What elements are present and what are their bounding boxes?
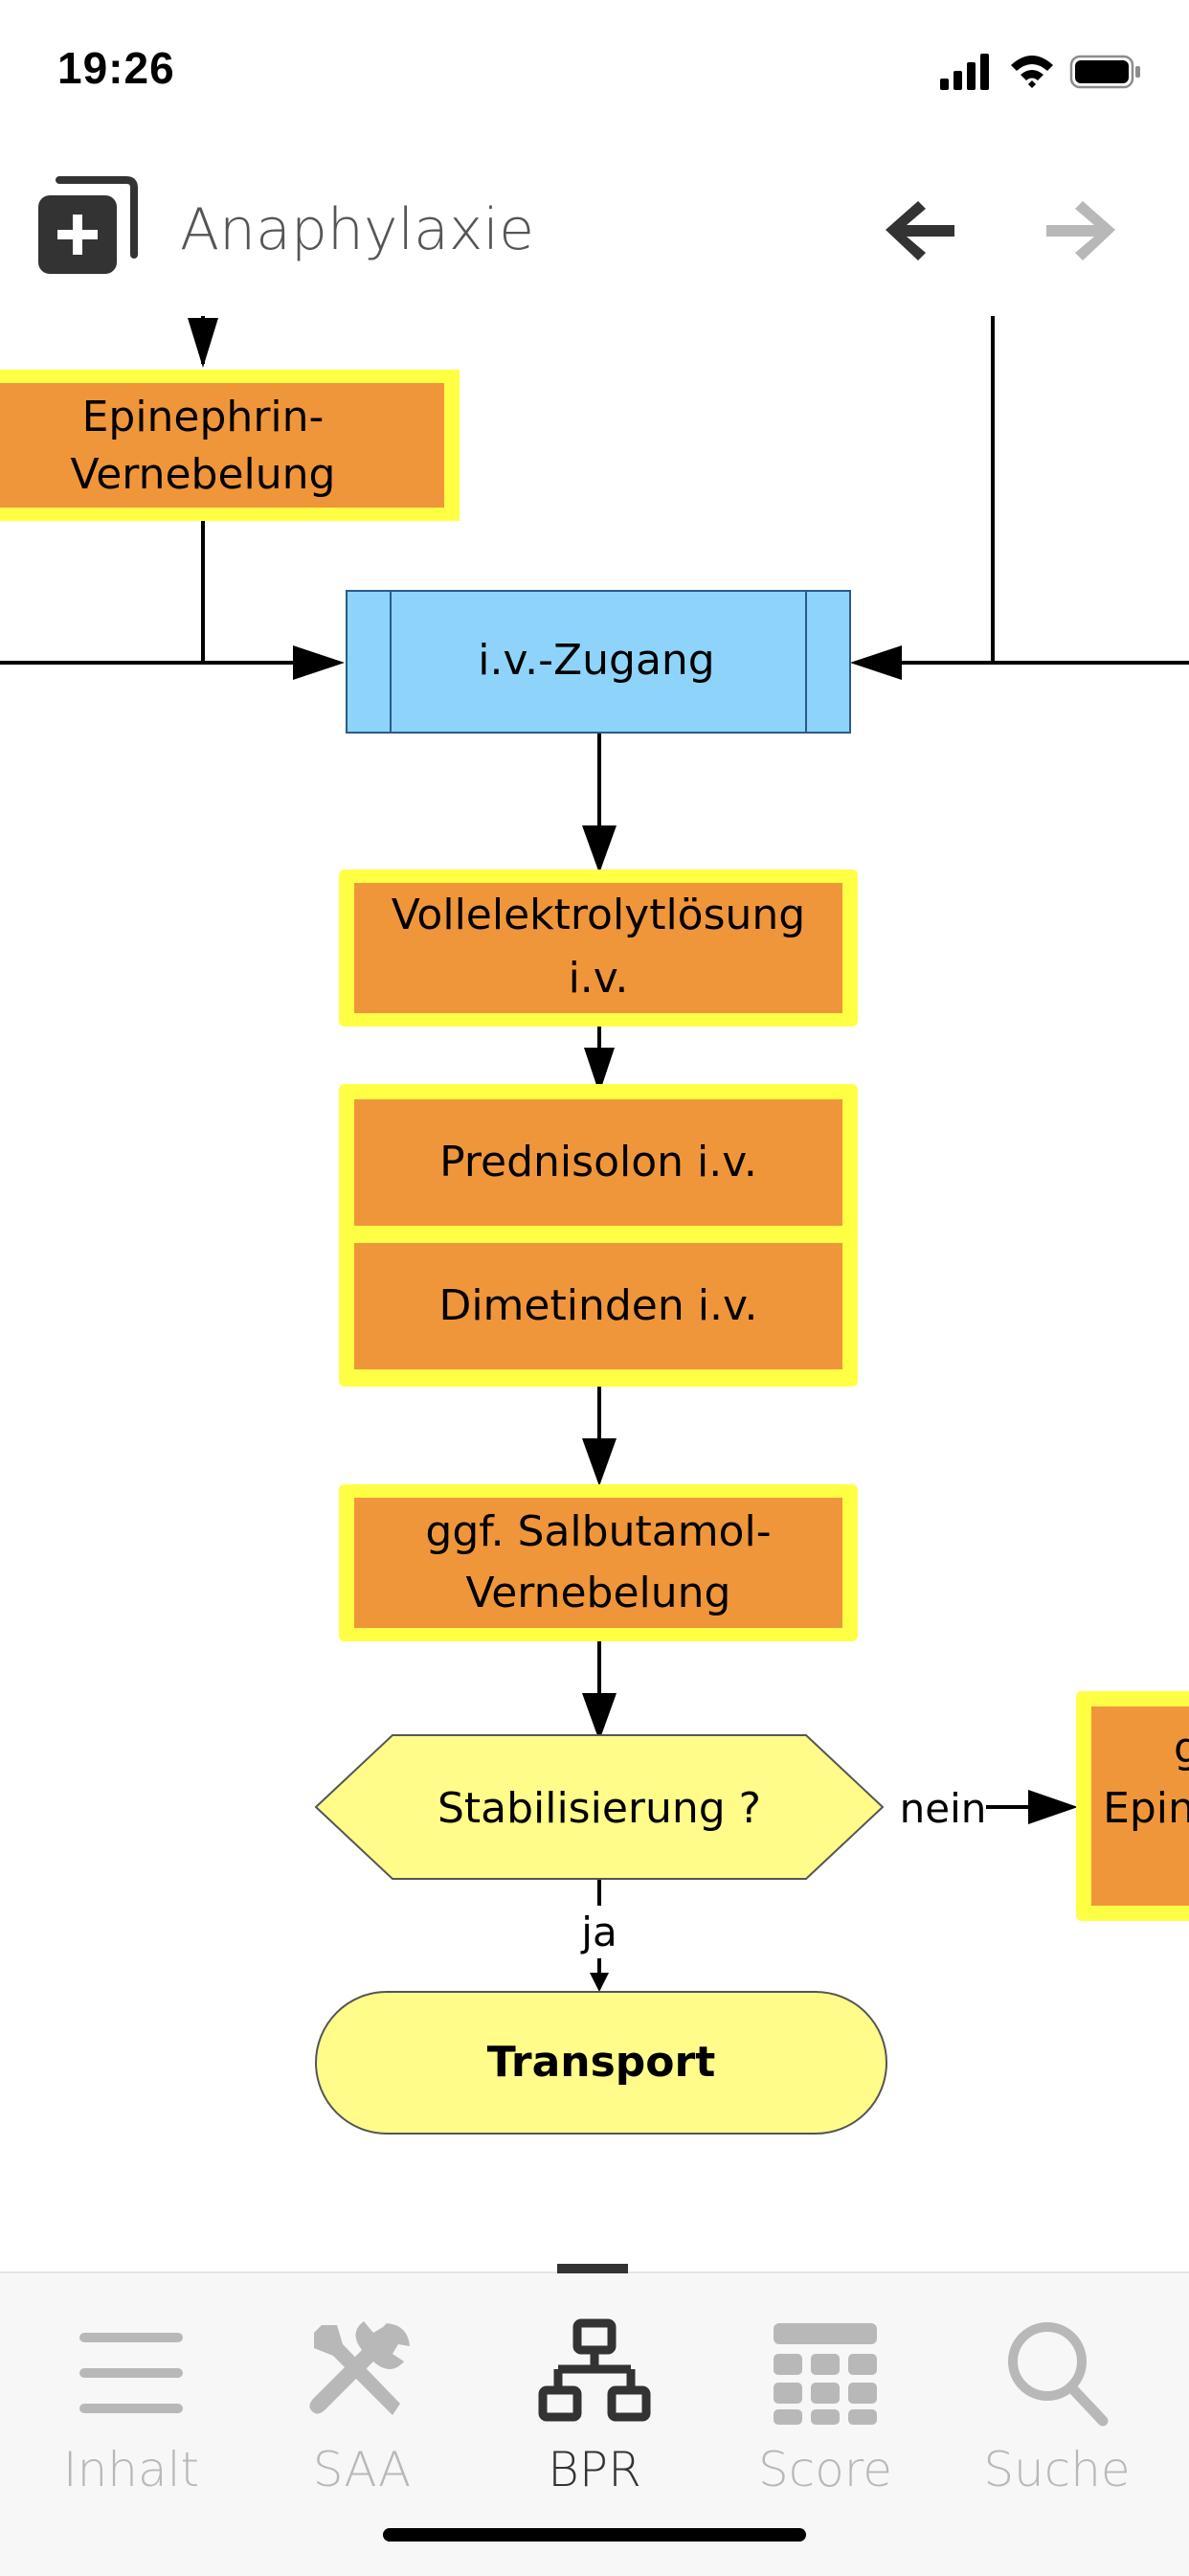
add-bookmark-icon[interactable] [34,174,140,280]
tab-label: Inhalt [62,2442,200,2497]
navigation-bar: Anaphylaxie [0,144,1189,311]
tab-saa[interactable]: SAA [257,2298,467,2519]
arrow-head [1028,1790,1078,1824]
dimetinden-box [354,1243,842,1369]
arrow-head [850,645,902,680]
decision-label: Stabilisierung ? [437,1784,761,1833]
tab-label: Suche [983,2442,1131,2497]
tab-bpr[interactable]: BPR [489,2298,700,2519]
arrow-head [590,1973,609,1992]
wifi-icon [1011,56,1053,88]
iv-access-label: i.v.-Zugang [478,636,714,685]
tab-label: BPR [548,2442,641,2497]
status-time: 19:26 [57,43,175,93]
salbutamol-line-2: Vernebelung [466,1569,731,1617]
epinephrin-line-1: Epinephrin- [82,393,325,441]
tab-label: SAA [312,2442,412,2497]
prednisolon-box [354,1099,842,1226]
search-icon [1008,2322,1109,2427]
epinephrin-line-2: Vernebelung [71,450,336,499]
cut-box-line-2: Epin [1103,1784,1189,1833]
arrow-head [293,645,345,680]
yes-label: ja [580,1909,617,1955]
transport-terminal: Transport [315,1991,887,2135]
arrow-right-icon[interactable] [1039,187,1125,273]
status-icons [940,54,1140,90]
electrolyte-line-2: i.v. [569,954,629,1003]
salbutamol-line-1: ggf. Salbutamol- [425,1507,771,1556]
status-bar: 19:26 [0,0,1189,144]
dimetinden-label: Dimetinden i.v. [438,1281,757,1330]
iv-access-box: i.v.-Zugang [346,590,851,734]
salbutamol-box: ggf. Salbutamol- Vernebelung [339,1484,858,1641]
repeat-epinephrin-box: g Epin [1076,1691,1189,1921]
electrolyte-line-1: Vollelektrolytlösung [392,891,805,939]
tab-label: Score [757,2442,893,2497]
tab-inhalt[interactable]: Inhalt [26,2298,236,2519]
arrow-left-icon[interactable] [876,187,962,273]
cut-box-line-1: g [1174,1724,1189,1773]
arrow-head [582,1438,617,1486]
stabilization-decision: Stabilisierung ? [314,1734,885,1880]
active-tab-indicator [557,2264,628,2273]
calculator-grid-icon [774,2323,877,2425]
epinephrin-nebulization-box: Epinephrin- Vernebelung [0,370,460,521]
tab-suche[interactable]: Suche [952,2298,1162,2519]
arrow-head [582,1693,617,1741]
connectors [0,316,1189,1992]
signal-icon [940,54,989,90]
arrow-head [584,1048,615,1094]
tab-score[interactable]: Score [720,2298,931,2519]
no-label: nein [900,1785,987,1832]
home-indicator[interactable] [383,2528,806,2542]
tools-icon [309,2321,410,2415]
prednisolon-label: Prednisolon i.v. [439,1138,757,1186]
hierarchy-icon [538,2318,651,2422]
menu-lines-icon [79,2333,183,2413]
page-title: Anaphylaxie [180,196,534,263]
transport-label: Transport [487,2038,716,2087]
arrow-head [582,825,617,873]
medication-group-box: Prednisolon i.v. Dimetinden i.v. [339,1084,858,1387]
battery-icon [1069,55,1140,89]
electrolyte-box: Vollelektrolytlösung i.v. [339,870,858,1027]
arrow-head [188,318,218,368]
